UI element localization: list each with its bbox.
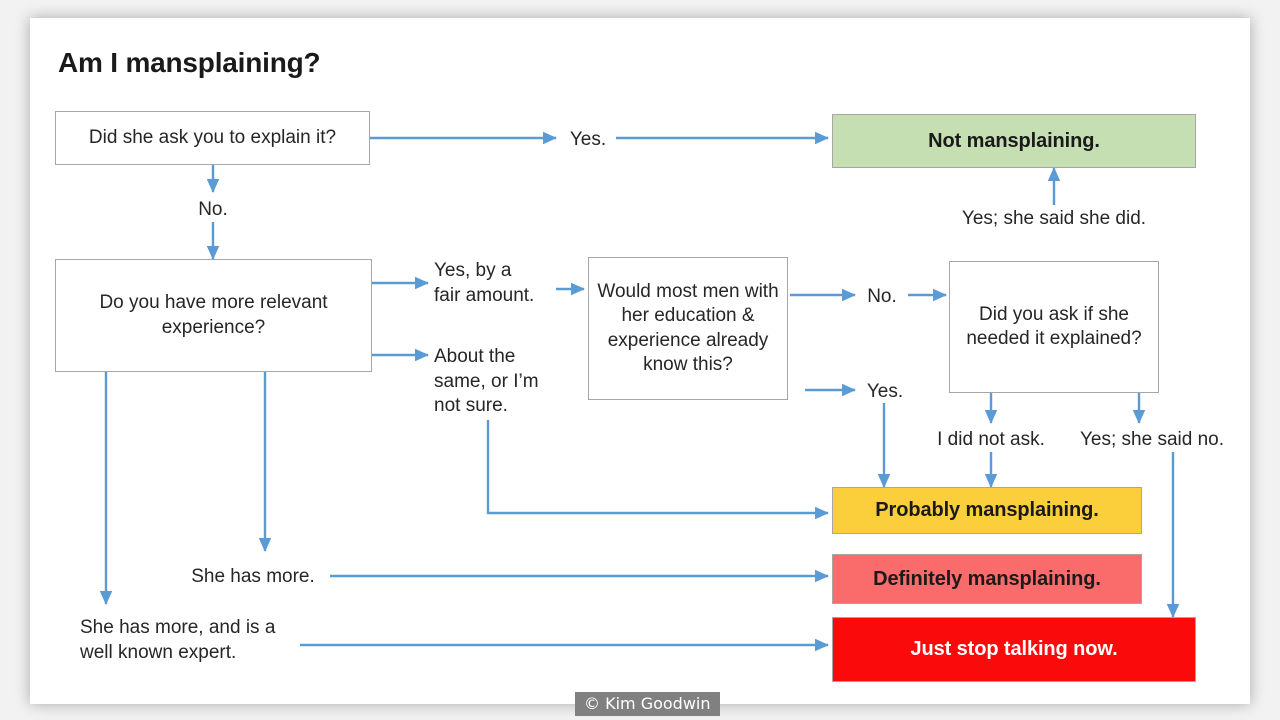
outcome-definitely-mansplaining[interactable]: Definitely mansplaining. <box>832 554 1142 604</box>
node-did-you-ask-if-she-needed-it-explained[interactable]: Did you ask if she needed it explained? <box>949 261 1159 393</box>
node-label: Would most men with her education & expe… <box>597 280 779 375</box>
edge-label-no-most-men: No. <box>867 286 897 307</box>
outcome-just-stop-talking-now[interactable]: Just stop talking now. <box>832 617 1196 682</box>
outcome-probably-mansplaining[interactable]: Probably mansplaining. <box>832 487 1142 534</box>
edge-label-yes-she-said-she-did: Yes; she said she did. <box>961 208 1147 229</box>
outcome-label: Not mansplaining. <box>928 129 1100 152</box>
copyright-watermark: © Kim Goodwin <box>575 692 720 716</box>
page-title: Am I mansplaining? <box>58 47 321 78</box>
node-would-most-men-already-know[interactable]: Would most men with her education & expe… <box>588 257 788 400</box>
outcome-not-mansplaining[interactable]: Not mansplaining. <box>832 114 1196 168</box>
outcome-label: Just stop talking now. <box>910 638 1118 660</box>
node-do-you-have-more-relevant-experience[interactable]: Do you have more relevant experience? <box>55 259 372 372</box>
edge-label-yes-she-said-no: Yes; she said no. <box>1079 429 1224 450</box>
node-label: Do you have more relevant experience? <box>99 292 328 338</box>
outcome-label: Probably mansplaining. <box>875 499 1099 521</box>
node-label: Did you ask if she needed it explained? <box>966 303 1142 349</box>
edge-label-she-has-more: She has more. <box>191 566 315 587</box>
node-did-she-ask-you-to-explain[interactable]: Did she ask you to explain it? <box>55 111 370 165</box>
edge-label-yes-most-men: Yes. <box>866 381 904 402</box>
edge-label-yes-asked: Yes. <box>569 129 607 150</box>
edge-label-i-did-not-ask: I did not ask. <box>937 429 1045 450</box>
node-label: Did she ask you to explain it? <box>88 126 337 148</box>
outcome-label: Definitely mansplaining. <box>873 567 1101 590</box>
edge-label-yes-by-a-fair-amount: Yes, by a fair amount. <box>434 260 535 306</box>
edge-label-no-asked: No. <box>198 199 228 220</box>
edge-label-she-has-more-well-known-expert: She has more, and is a well known expert… <box>80 617 276 663</box>
edge-label-about-the-same-not-sure: About the same, or I’m not sure. <box>434 346 539 417</box>
